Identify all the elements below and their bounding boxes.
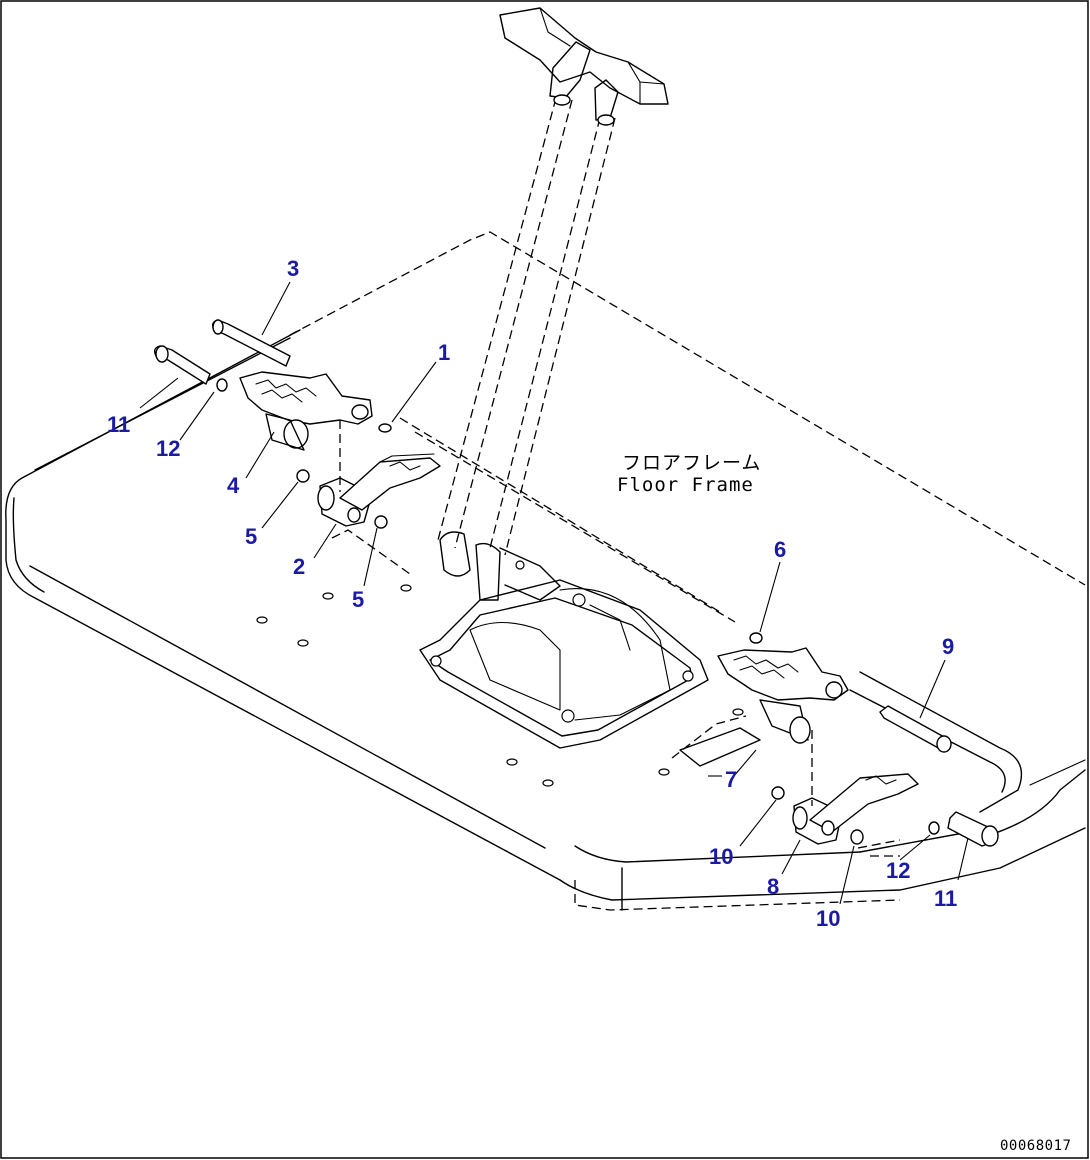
callout-1: 1 (438, 340, 450, 365)
callout-11b: 11 (934, 886, 957, 911)
floor-frame-label-jp: フロアフレーム (622, 452, 761, 474)
callout-12a: 12 (156, 436, 180, 461)
callout-6: 6 (774, 537, 786, 562)
left-pedal-assembly (153, 319, 441, 575)
callout-10b: 10 (816, 906, 840, 931)
callout-3: 3 (287, 256, 299, 281)
control-lever-column (419, 7, 709, 749)
callout-5b: 5 (352, 587, 364, 612)
callout-labels: 1 2 3 4 5 5 6 7 8 9 10 10 11 11 12 12 (107, 256, 957, 931)
callout-12b: 12 (886, 858, 910, 883)
document-id: 00068017 (1000, 1138, 1071, 1154)
floor-frame-outline (5, 231, 1086, 911)
callout-7: 7 (725, 767, 737, 792)
floor-holes (256, 584, 744, 787)
callout-11a: 11 (107, 412, 130, 437)
callout-4: 4 (227, 473, 240, 498)
callout-5a: 5 (245, 524, 257, 549)
callout-10a: 10 (709, 844, 733, 869)
leader-lines (139, 281, 969, 905)
callout-9: 9 (942, 634, 954, 659)
callout-8: 8 (767, 874, 779, 899)
right-pedal-assembly (671, 632, 999, 857)
callout-2: 2 (293, 554, 305, 579)
floor-frame-label-en: Floor Frame (617, 474, 754, 496)
